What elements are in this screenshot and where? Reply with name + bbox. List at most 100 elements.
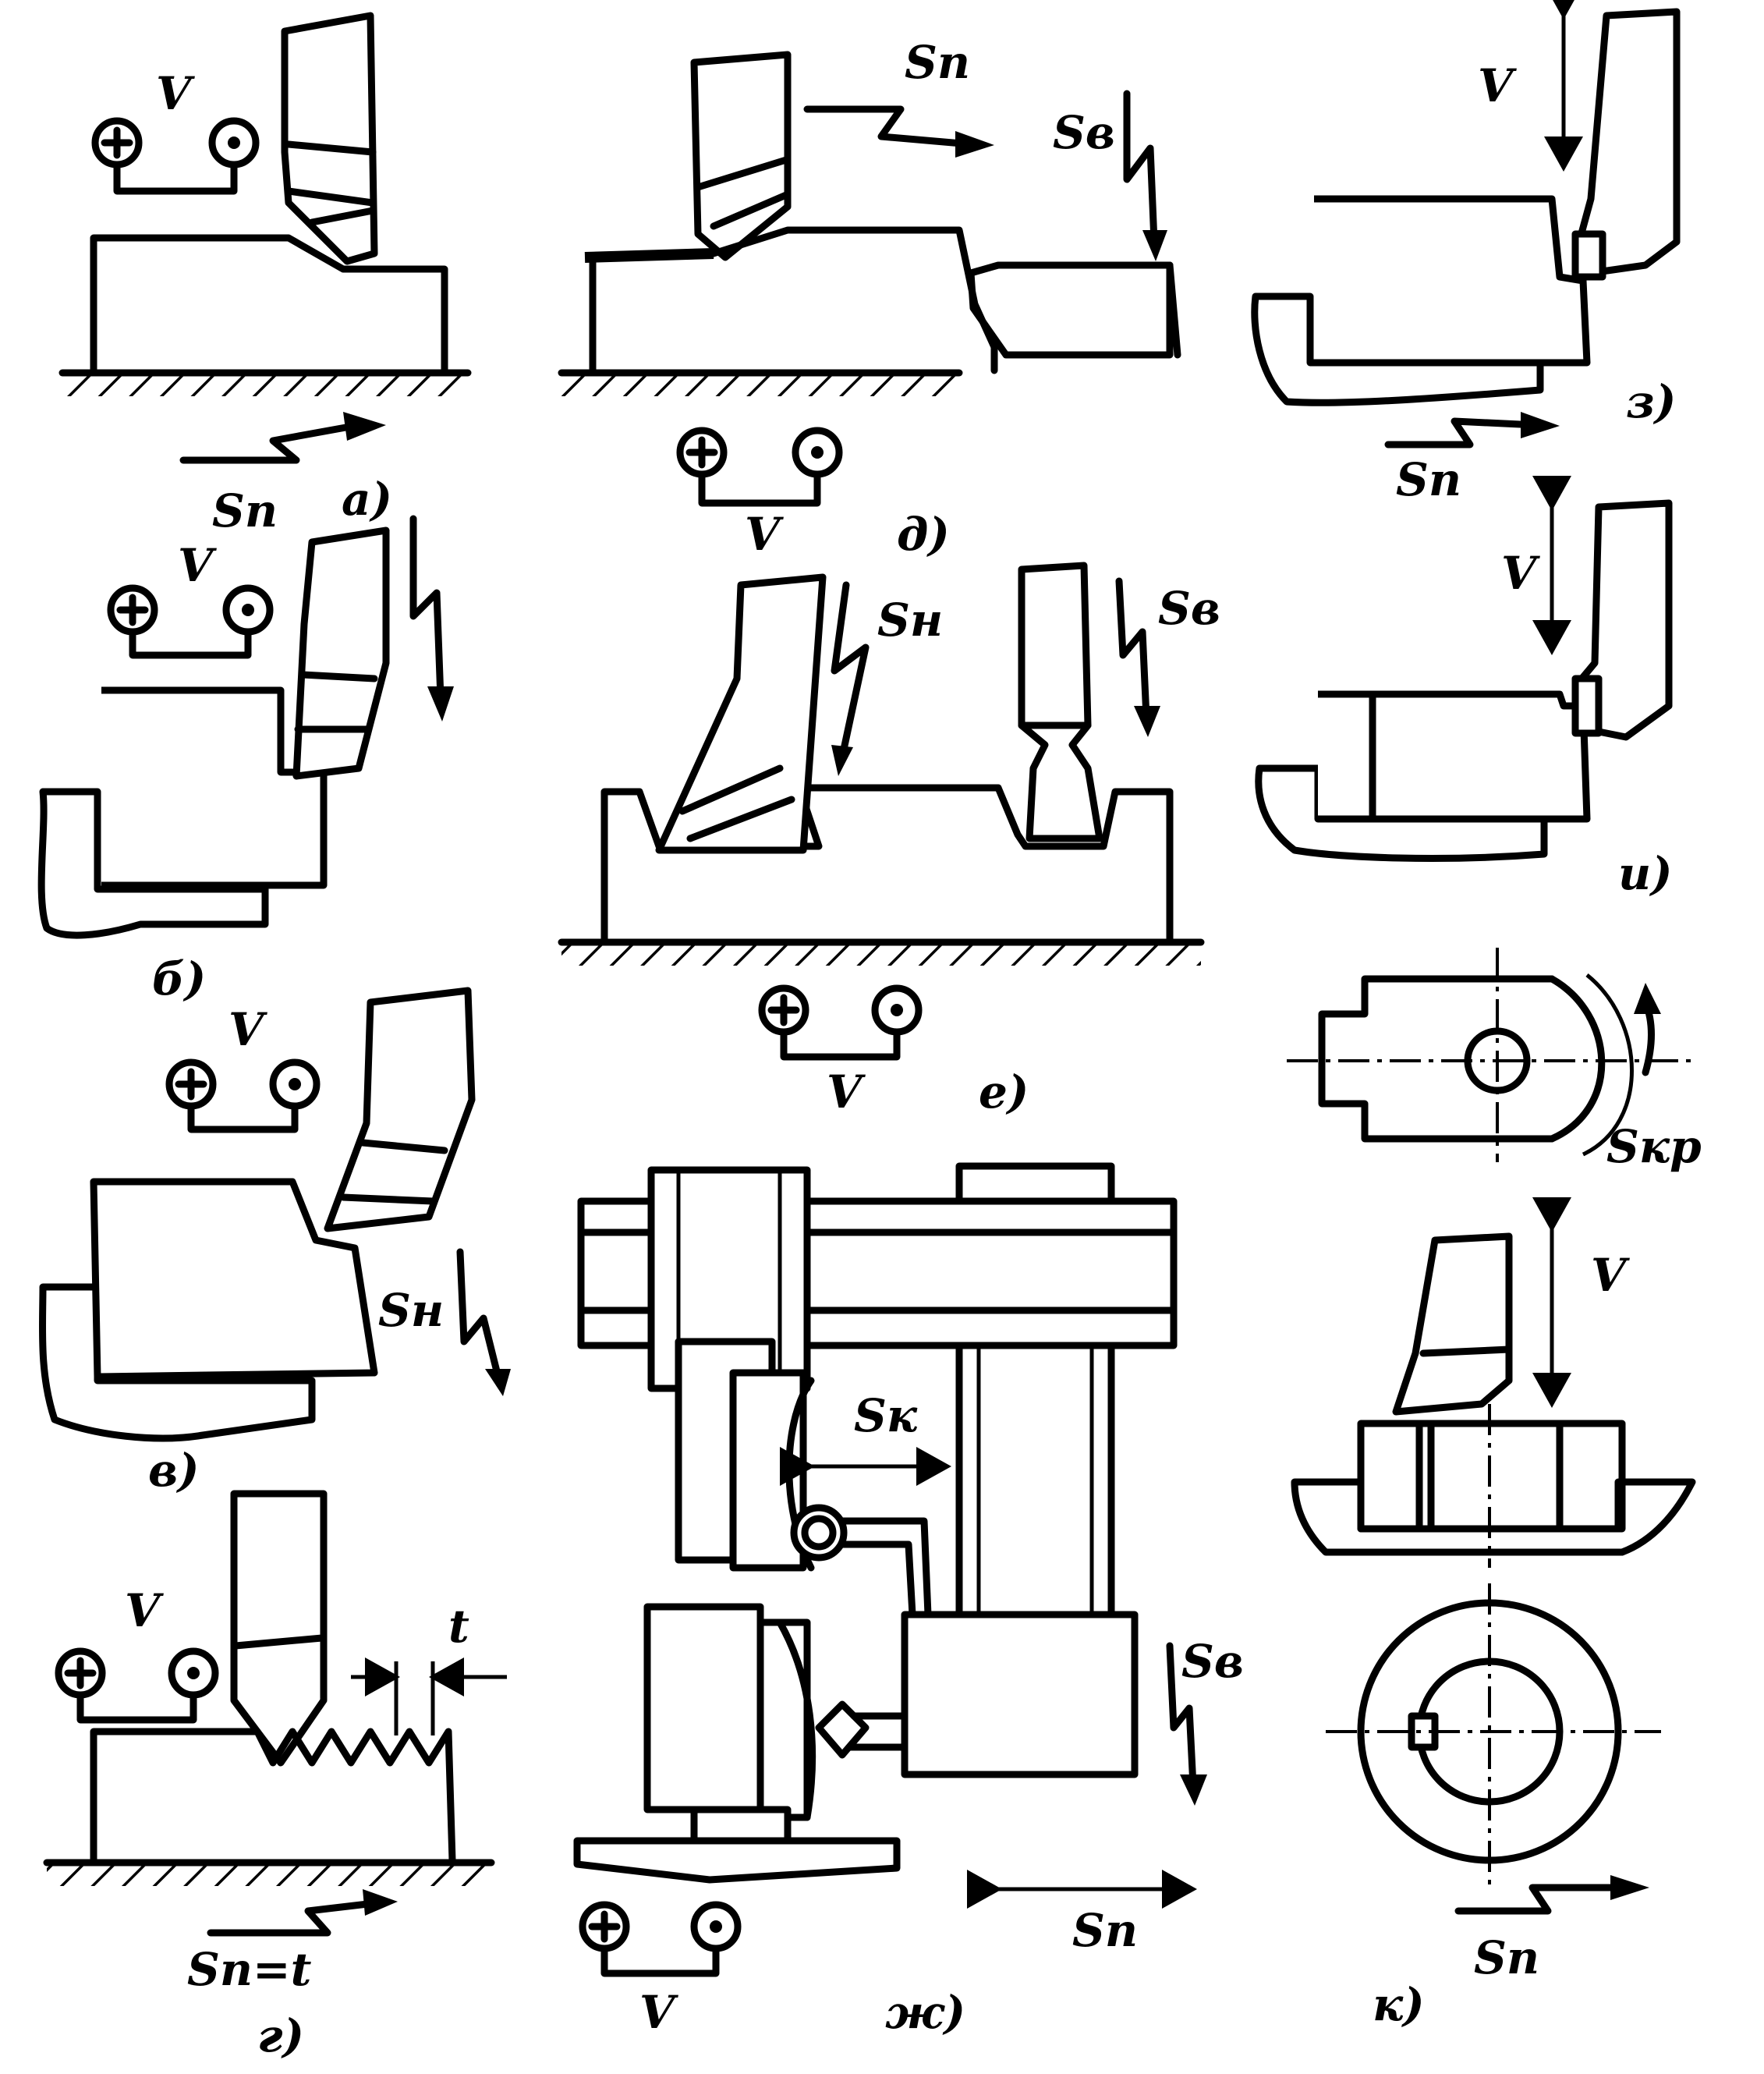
feed-arrow [179, 412, 386, 464]
workpiece [1318, 690, 1591, 823]
ring-top-view [1326, 1583, 1661, 1888]
feed-arrow [456, 1248, 511, 1396]
feed-v-label: Sв [1053, 106, 1115, 159]
feed-arrow [207, 1889, 398, 1937]
feed-k-label: Sк [854, 1389, 918, 1442]
cutting-tool [324, 987, 476, 1232]
cutting-tool-slot [1018, 562, 1103, 842]
caption: з) [1626, 375, 1676, 428]
feed-label: Sп [1474, 1931, 1539, 1984]
speed-label: V [827, 1065, 866, 1119]
speed-label: V [125, 1584, 164, 1637]
machine-table [558, 369, 963, 396]
feed-arrow-v [1166, 1642, 1207, 1806]
sk-pivot [790, 1504, 932, 1618]
blank-part [967, 261, 1181, 359]
machine-table [43, 1859, 495, 1886]
workpiece [1314, 195, 1591, 367]
caption: в) [148, 1444, 200, 1497]
speed-label: V [639, 1986, 678, 2039]
speed-label: V [1501, 547, 1540, 600]
panel-z: V Sп з) [1251, 0, 1681, 506]
caption: е) [979, 1065, 1029, 1119]
caption: к) [1373, 1978, 1425, 2031]
cutting-tool-dovetail [655, 573, 827, 854]
clamp-fixture [1251, 292, 1544, 406]
depth-dimension [351, 1657, 507, 1735]
speed-label: V [228, 1003, 267, 1056]
cutting-tool [230, 1490, 328, 1767]
workpiece-table [573, 1603, 909, 1884]
rotation-arrow [1634, 983, 1661, 1076]
cutting-tool [1571, 8, 1681, 281]
clamp-fixture [1291, 1478, 1696, 1556]
feed-arrow [409, 515, 454, 721]
depth-label: t [448, 1600, 469, 1653]
cutting-tool [690, 51, 792, 261]
speed-label: V [745, 508, 784, 561]
slide-block [901, 1611, 1139, 1778]
speed-symbol [169, 1062, 317, 1133]
caption: а) [342, 473, 392, 526]
feed-kr-label: Sкр [1606, 1120, 1702, 1173]
machine-table [58, 369, 472, 396]
speed-symbol [95, 121, 256, 195]
feed-arrow-n [831, 581, 870, 776]
speed-label: V [1478, 59, 1517, 112]
feed-v-label: Sв [1181, 1635, 1244, 1688]
caption: д) [897, 508, 950, 561]
feed-p-label: Sп [1072, 1904, 1138, 1957]
feed-label: Sп [212, 484, 278, 537]
feed-h-label: Sп [905, 36, 970, 89]
speed-label: V [178, 539, 217, 592]
speed-label: V [156, 67, 195, 120]
cutting-tool [292, 526, 390, 780]
workpiece [101, 686, 328, 889]
panel-b: V б) [37, 515, 454, 1005]
panel-a: V Sп а) [58, 12, 472, 537]
cross-section [1287, 948, 1692, 1162]
workpiece [90, 234, 448, 374]
speed-symbol [762, 988, 919, 1061]
caption: и) [1618, 847, 1673, 900]
feed-label: Sп=t [187, 1943, 312, 1996]
feed-label: Sн [378, 1284, 444, 1337]
feed-label: Sп [1396, 453, 1461, 506]
workpiece-threaded [90, 1728, 456, 1864]
panel-v: V Sн в) [38, 987, 511, 1497]
panel-e: Sн Sв V е) [558, 562, 1220, 1119]
speed-symbol [583, 1905, 738, 1977]
caption: г) [257, 2009, 304, 2062]
panel-k: V Sп к) [1291, 1197, 1696, 2031]
panel-g: V t Sп=t г) [43, 1490, 507, 2062]
speed-symbol [58, 1651, 215, 1724]
feed-arrow [1384, 412, 1560, 448]
feed-arrow-v [1115, 577, 1160, 737]
machine-table [558, 938, 1205, 966]
speed-symbol [680, 431, 839, 507]
clamp-fixture [38, 1283, 316, 1442]
cutting-tool [1571, 499, 1673, 741]
panel-d: Sп Sв V д) [558, 36, 1181, 561]
feed-v-label: Sв [1158, 582, 1220, 635]
feed-arrow-horizontal [803, 105, 994, 158]
clamp-fixture [37, 788, 269, 939]
panel-i: V и) Sкр [1255, 476, 1702, 1173]
tool-head-upper [647, 1166, 815, 1572]
panel-zh: Sк Sв Sп V ж) [573, 1162, 1244, 2039]
feed-arrow-vertical [1123, 90, 1167, 261]
cutting-tool [1392, 1232, 1513, 1416]
workpiece [90, 1178, 378, 1381]
workpiece [584, 226, 998, 374]
caption: б) [152, 952, 206, 1005]
caption: ж) [885, 1986, 965, 2039]
workpiece [600, 784, 1174, 944]
speed-symbol [111, 588, 270, 659]
clamp-fixture [1255, 764, 1548, 862]
feed-arrow [1454, 1875, 1649, 1915]
ring-section [1357, 1404, 1626, 1568]
feed-n-label: Sн [877, 594, 943, 647]
cutting-tool [281, 12, 378, 265]
